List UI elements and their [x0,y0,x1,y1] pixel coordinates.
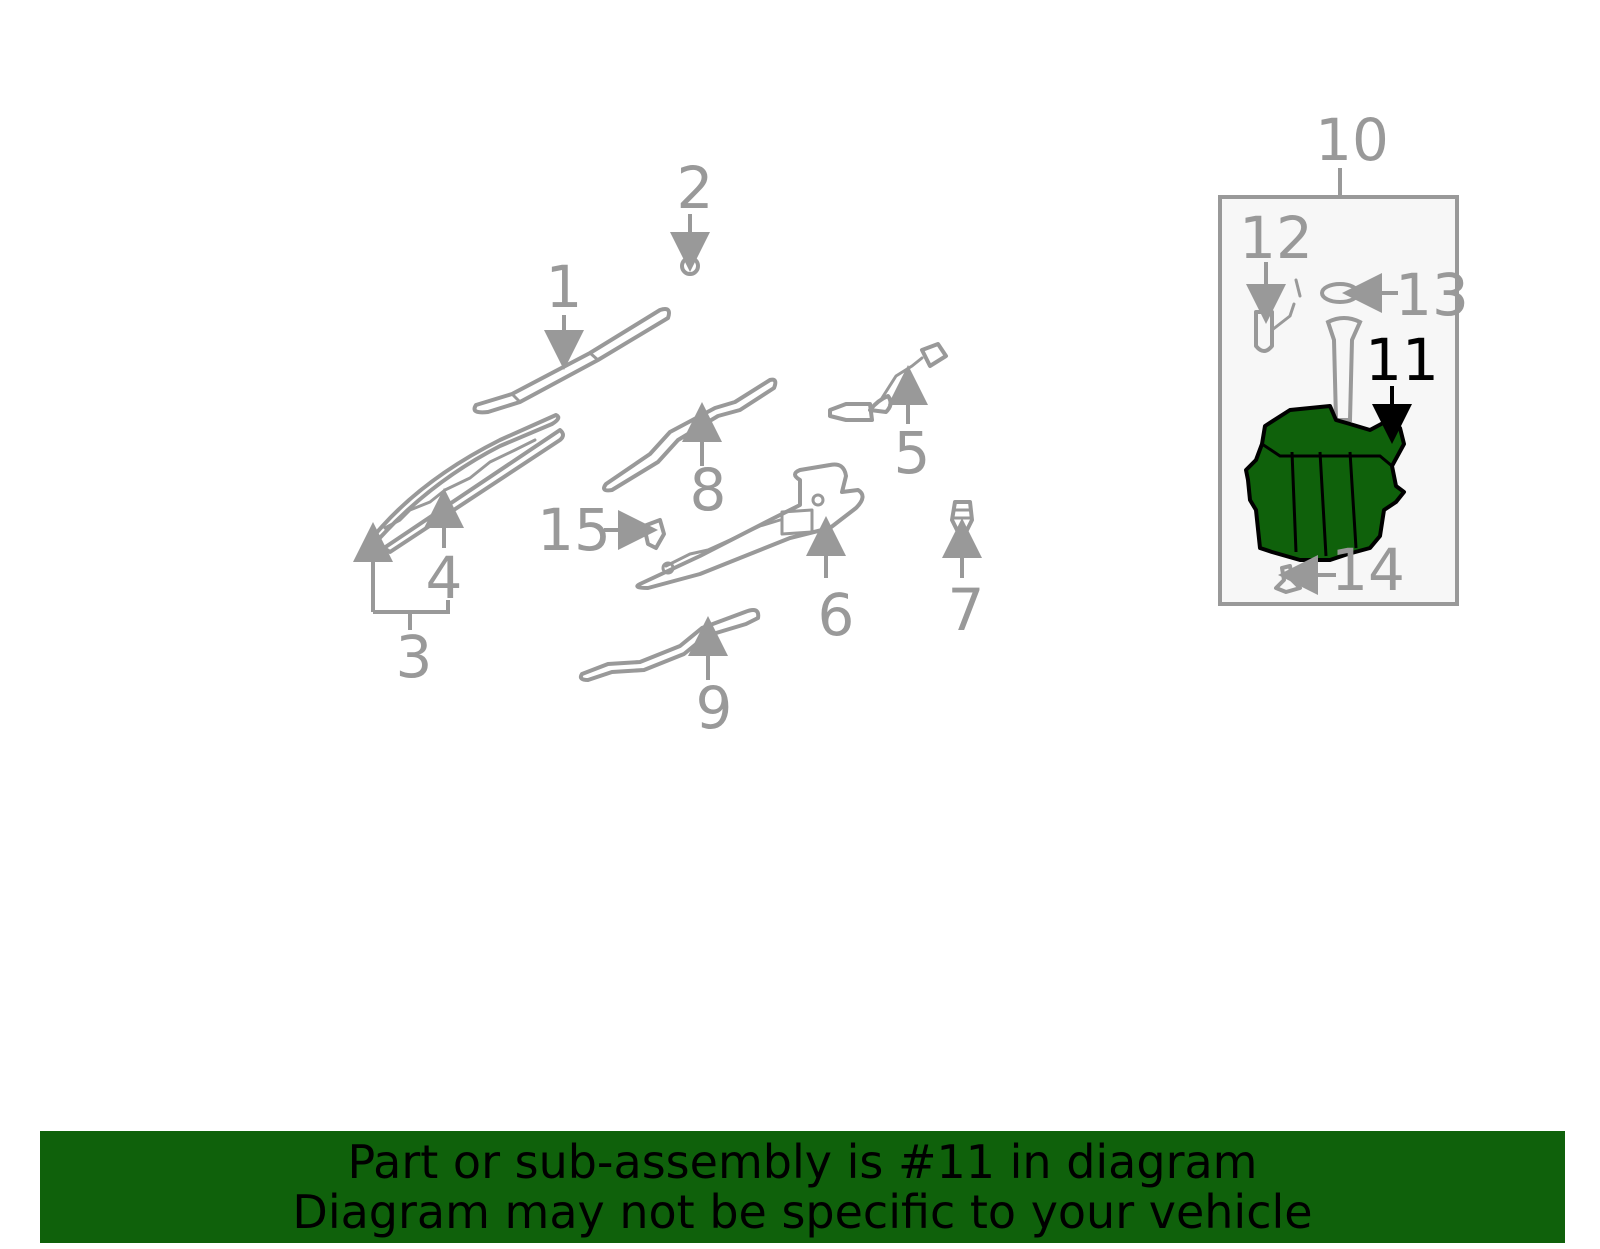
part-1-wiper-arm[interactable] [472,307,671,415]
callout-11[interactable]: 11 [1365,326,1439,394]
callout-3[interactable]: 3 [396,623,433,691]
callout-9[interactable]: 9 [696,674,733,742]
callout-6[interactable]: 6 [818,581,855,649]
banner-line-part: Part or sub-assembly is #11 in diagram [347,1135,1258,1189]
part-12-washer-pump[interactable] [1254,278,1302,353]
callout-15[interactable]: 15 [537,496,611,564]
part-15-clip[interactable] [642,518,666,550]
callout-12[interactable]: 12 [1239,204,1313,272]
banner-line-disclaimer: Diagram may not be specific to your vehi… [292,1185,1313,1239]
callout-14[interactable]: 14 [1331,536,1405,604]
callout-10[interactable]: 10 [1315,106,1389,174]
part-9-connecting-rod[interactable] [578,608,761,682]
callout-7[interactable]: 7 [948,576,985,644]
part-4-blade-insert[interactable] [382,428,565,554]
callout-8[interactable]: 8 [690,456,727,524]
callout-5[interactable]: 5 [894,419,931,487]
callout-13[interactable]: 13 [1395,261,1469,329]
part-8-drive-link[interactable] [602,377,778,493]
notice-banner: Part or sub-assembly is #11 in diagram D… [40,1131,1565,1243]
callout-1[interactable]: 1 [546,253,583,321]
part-5-wiper-motor[interactable] [828,342,948,422]
callout-4[interactable]: 4 [426,544,463,612]
part-2-nut[interactable] [680,256,700,276]
part-7-grommet[interactable] [950,500,974,534]
part-6-linkage[interactable] [635,462,865,590]
part-11-washer-reservoir[interactable] [1244,316,1406,562]
part-3-wiper-blade[interactable] [371,413,561,542]
callout-2[interactable]: 2 [677,154,714,222]
